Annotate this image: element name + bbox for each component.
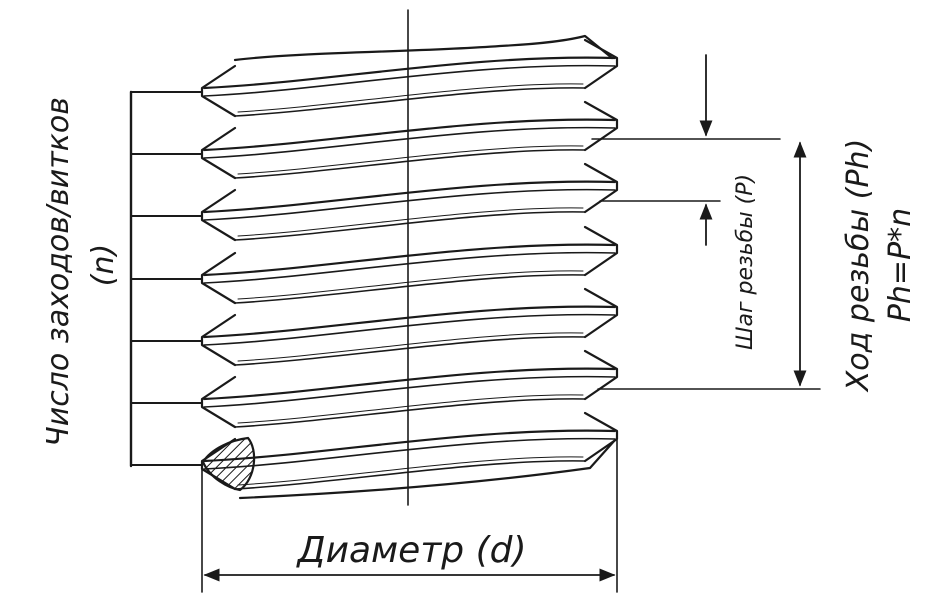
thread-crest-line [203,126,616,159]
starts-label-n: (n) [86,244,121,286]
thread-root-line [237,270,584,300]
thread-crest-line [202,180,617,214]
thread-crest-line [202,305,617,339]
thread-crest-line [203,313,616,346]
thread-crest-line [202,118,617,152]
thread-right-tooth [583,162,619,214]
starts-label: Число заходов/витков [41,97,76,447]
screw-top-edge [233,34,614,62]
thread-root-line [234,274,586,304]
screw-bottom-edge [238,438,617,500]
thread-crest-line [202,56,617,90]
thread-left-tooth [200,64,237,118]
thread-root-line [237,456,584,486]
thread-right-tooth [583,225,619,277]
thread-right-tooth [583,411,619,463]
thread-crest-line [203,64,616,97]
thread-cross-section [201,436,256,492]
lead-label: Ход резьбы (Ph) [841,139,876,394]
thread-crest-line [202,367,617,401]
thread-root-line [237,83,584,113]
thread-right-tooth [583,287,619,339]
thread-crest-line [203,188,616,221]
thread-root-line [237,394,584,424]
thread-right-tooth [583,349,619,401]
thread-left-tooth [200,126,237,180]
thread-root-line [234,460,586,490]
thread-root-line [237,145,584,175]
thread-right-tooth [583,38,619,90]
lead-dimension [597,141,821,390]
thread-root-line [237,332,584,362]
thread-crest-line [203,375,616,408]
thread-crest-line [203,437,616,470]
thread-root-line [234,87,586,117]
thread-left-tooth [200,188,237,242]
thread-root-line [237,207,584,237]
lead-formula-label: Ph=P*n [883,208,918,322]
thread-crest-line [202,429,617,463]
thread-crest-line [202,243,617,277]
thread-left-tooth [200,375,237,429]
thread-crest-line [203,251,616,284]
diameter-dimension [201,439,618,593]
starts-bracket [129,90,203,468]
thread-right-tooth [583,100,619,152]
thread-root-line [234,211,586,241]
screw-body [200,34,619,500]
pitch-dimension [591,54,781,246]
thread-root-line [234,398,586,428]
pitch-label: Шаг резьбы (P) [733,174,758,350]
thread-left-tooth [200,313,237,367]
thread-root-line [234,336,586,366]
thread-left-tooth [200,251,237,305]
diameter-label: Диаметр (d) [295,530,526,571]
thread-root-line [234,149,586,179]
